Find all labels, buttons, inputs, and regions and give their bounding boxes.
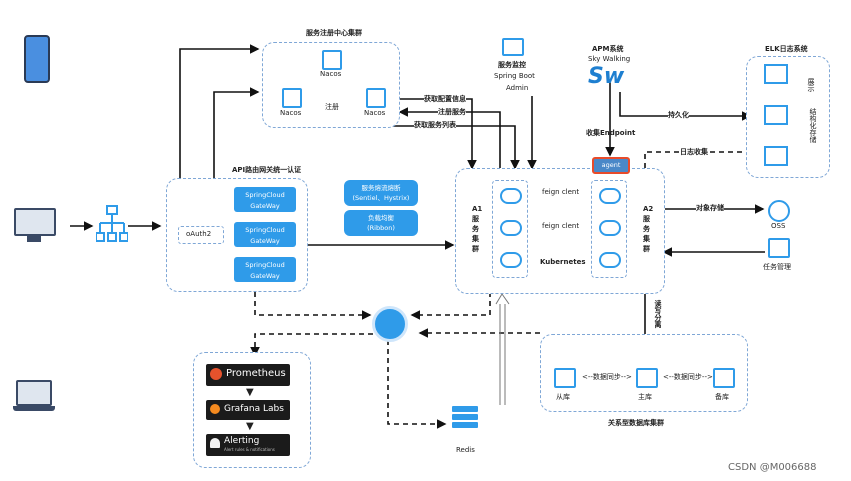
database-icon [636, 368, 658, 388]
sync-label: <--数据同步--> [663, 373, 713, 381]
redis-label: Redis [456, 446, 475, 454]
storage-icon [764, 146, 788, 166]
a2-column [591, 180, 627, 278]
a1-column [492, 180, 528, 278]
monitor-icon [502, 38, 524, 56]
cloud-icon [599, 220, 621, 236]
a1-label: A1 服 务 集 群 [472, 205, 483, 253]
register-service-label: 注册服务 [438, 107, 466, 117]
sync-label: <--数据同步--> [582, 373, 632, 381]
arrow-down-icon: ▼ [246, 421, 254, 432]
registry-cluster [262, 42, 400, 128]
slave-db-label: 从库 [556, 393, 570, 401]
prometheus-icon [210, 368, 222, 380]
alerting-sub-label: Alert rules & notifications [224, 447, 275, 452]
circuit-breaker-sub: (Sentiel、Hystrix) [352, 194, 410, 202]
cloud-icon [500, 252, 522, 268]
gateway-node: SpringCloud GateWay [234, 187, 296, 212]
database-icon [554, 368, 576, 388]
grafana-label: Grafana Labs [224, 404, 284, 414]
server-icon [282, 88, 302, 108]
monitor-subtitle: Spring Boot [494, 72, 535, 80]
cloud-icon [599, 188, 621, 204]
master-db-label: 主库 [638, 393, 652, 401]
server-icon [366, 88, 386, 108]
alerting-logo: Alerting Alert rules & notifications [206, 434, 290, 456]
cloud-icon [599, 252, 621, 268]
circuit-breaker-pill: 服务熔流熔断 (Sentiel、Hystrix) [344, 180, 418, 206]
load-balancer-icon [96, 205, 128, 245]
bell-icon [210, 438, 220, 448]
display-label: 展示 [807, 78, 815, 92]
registry-title: 服务注册中心集群 [306, 29, 362, 37]
server-icon [322, 50, 342, 70]
phone-icon [24, 35, 50, 83]
feign-label: feign clent [542, 188, 580, 196]
prometheus-logo: Prometheus [206, 364, 290, 386]
grafana-icon [210, 404, 220, 414]
gateway-title: API路由网关统一认证 [232, 166, 302, 174]
skywalking-logo: Sw [588, 64, 625, 89]
database-icon [713, 368, 735, 388]
apm-title: APM系统 [592, 45, 624, 53]
watermark: CSDN @M006688 [728, 462, 817, 473]
desktop-icon [14, 208, 56, 242]
persist-label: 持久化 [668, 110, 689, 120]
load-balance-pill: 负载均衡 (Ribbon) [344, 210, 418, 236]
object-storage-label: 对象存储 [696, 203, 724, 213]
oauth-label: oAuth2 [186, 230, 212, 238]
structured-storage-label: 结构化存储 [809, 108, 817, 143]
oss-label: OSS [771, 222, 786, 230]
db-cluster-title: 关系型数据库集群 [608, 419, 664, 427]
services-cluster [455, 168, 665, 294]
chart-icon [764, 64, 788, 84]
prometheus-label: Prometheus [226, 368, 286, 379]
task-icon [768, 238, 790, 258]
get-config-label: 获取配置信息 [424, 94, 466, 104]
log-collect-label: 日志收集 [680, 147, 708, 157]
register-label: 注册 [325, 103, 339, 111]
get-service-list-label: 获取服务列表 [414, 120, 456, 130]
load-balance-label: 负载均衡 [368, 214, 394, 222]
nacos-label: Nacos [320, 70, 342, 78]
rw-split-label: 读写分离 [654, 300, 662, 328]
kubernetes-label: Kubernetes [540, 258, 586, 266]
monitor-title: 服务监控 [498, 61, 526, 69]
backup-db-label: 备库 [715, 393, 729, 401]
agent-badge: agent [592, 157, 630, 174]
hub-icon [372, 306, 408, 342]
cloud-icon [500, 220, 522, 236]
elk-cluster [746, 56, 830, 178]
laptop-icon [13, 380, 55, 412]
cloud-icon [500, 188, 522, 204]
elk-title: ELK日志系统 [765, 45, 808, 53]
oauth-box [178, 226, 224, 244]
oss-icon [768, 200, 790, 222]
storage-icon [764, 105, 788, 125]
collect-endpoint-label: 收集Endpoint [586, 129, 636, 137]
arrow-down-icon: ▼ [246, 387, 254, 398]
nacos-label: Nacos [280, 109, 302, 117]
gateway-node: SpringCloud GateWay [234, 257, 296, 282]
gateway-node: SpringCloud GateWay [234, 222, 296, 247]
alerting-label: Alerting [224, 436, 260, 446]
grafana-logo: Grafana Labs [206, 400, 290, 420]
nacos-label: Nacos [364, 109, 386, 117]
load-balance-sub: (Ribbon) [367, 224, 395, 232]
circuit-breaker-label: 服务熔流熔断 [361, 184, 401, 192]
task-label: 任务管理 [763, 263, 791, 271]
redis-icon [452, 406, 478, 430]
monitor-subtitle: Admin [506, 84, 529, 92]
a2-label: A2 服 务 集 群 [643, 205, 654, 253]
feign-label: feign clent [542, 222, 580, 230]
apm-subtitle: Sky Walking [588, 55, 631, 63]
